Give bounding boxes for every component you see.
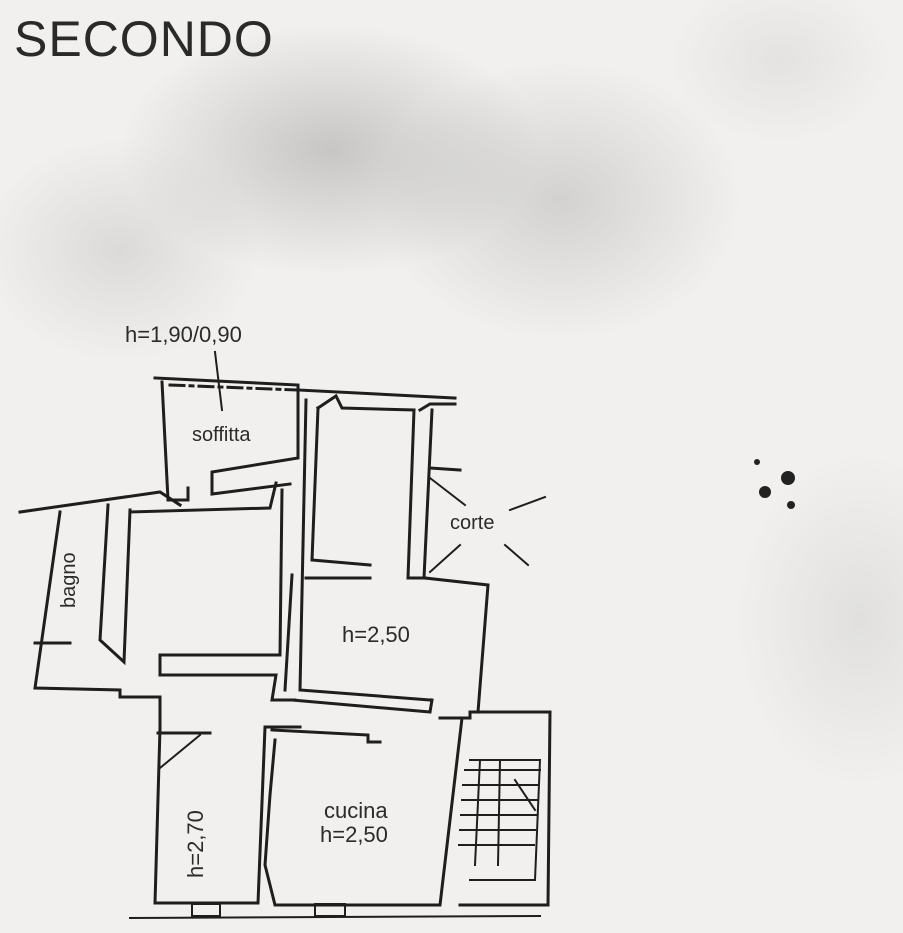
stairwell (458, 758, 542, 881)
corte-label: corte (450, 512, 495, 534)
center-room-height-label: h=2,50 (342, 622, 410, 647)
ground-line (128, 903, 542, 920)
center-rooms-walls (283, 388, 490, 714)
cucina-height-label: h=2,50 (320, 822, 388, 847)
soffitta-label: soffitta (192, 424, 251, 446)
scan-smudge (754, 459, 795, 509)
cucina-walls (263, 710, 552, 907)
soffitta-walls (153, 350, 300, 502)
floor-title: SECONDO (14, 11, 274, 67)
bagno-walls (18, 481, 297, 730)
corte-marker (428, 476, 547, 574)
room-h270-walls (153, 725, 302, 905)
soffitta-height-label: h=1,90/0,90 (125, 322, 242, 347)
bagno-label: bagno (58, 552, 80, 608)
left-room-height-label: h=2,70 (183, 810, 208, 878)
cucina-label: cucina (324, 798, 388, 823)
